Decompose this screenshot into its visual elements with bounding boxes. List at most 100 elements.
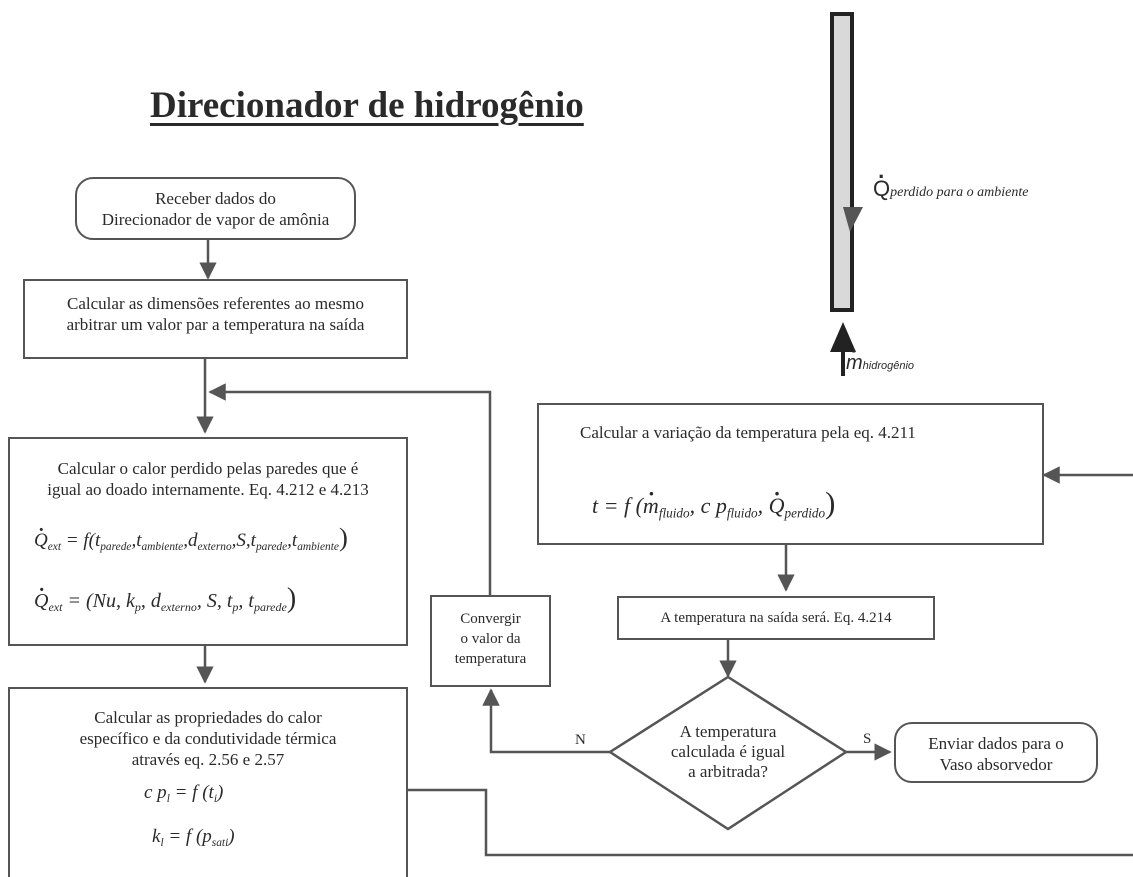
node-send-data: Enviar dados para o Vaso absorvedor bbox=[894, 722, 1098, 783]
equation-t: t = f (mfluido, c pfluido, Qperdido) bbox=[592, 481, 836, 522]
node-variation bbox=[537, 403, 1044, 545]
pipe-body bbox=[830, 12, 854, 312]
heat-loss-label: Qperdido para o ambiente bbox=[873, 164, 1029, 202]
flow-symbol: m bbox=[846, 341, 863, 375]
q-ext-2-arg-2-sub: externo bbox=[160, 600, 197, 615]
t-a1-sub: fluido bbox=[658, 505, 690, 521]
node-dimensions-line1: Calcular as dimensões referentes ao mesm… bbox=[67, 294, 364, 313]
arrow-properties-to-variation bbox=[408, 788, 1133, 857]
q-ext-2-arg-3: S bbox=[206, 590, 217, 612]
cp-arg-sub: i bbox=[213, 792, 217, 805]
heat-subscript: perdido para o ambiente bbox=[890, 185, 1029, 200]
k-mid: = f ( bbox=[163, 826, 203, 847]
q-ext-2-arg-5-sub: parede bbox=[253, 600, 287, 615]
q-ext-2-arg-1: k bbox=[125, 590, 135, 612]
q-ext-1-arg-1-sub: ambiente bbox=[141, 540, 184, 553]
node-converge-line1: Convergir bbox=[460, 611, 521, 627]
q-ext-2-arg-4: t bbox=[226, 590, 233, 612]
flow-label: mhidrogênio bbox=[846, 341, 915, 375]
node-receive-line2: Direcionador de vapor de amônia bbox=[101, 210, 330, 229]
cp-lhs-sub: l bbox=[166, 792, 170, 805]
t-a1: m bbox=[643, 481, 659, 519]
decision-diamond bbox=[607, 675, 849, 831]
heat-loss-arrow-icon bbox=[843, 207, 863, 232]
node-dimensions: Calcular as dimensões referentes ao mesm… bbox=[23, 279, 408, 359]
arrow-decision-no-to-converge bbox=[482, 688, 610, 754]
q-ext-2-arg-5: t bbox=[248, 590, 254, 612]
q-ext-2-lhs-sub: ext bbox=[48, 600, 63, 615]
edge-label-yes: S bbox=[863, 731, 872, 747]
node-outlet: A temperatura na saída será. Eq. 4.214 bbox=[617, 596, 935, 640]
flow-subscript: hidrogênio bbox=[862, 360, 915, 372]
node-properties: Calcular as propriedades do calor especí… bbox=[8, 687, 408, 877]
arrow-converge-loop-back bbox=[208, 383, 492, 595]
equation-q-ext-2: Qext = (Nu, kp, dexterno, S, tp, tparede… bbox=[34, 579, 297, 615]
t-mid: = f ( bbox=[598, 493, 643, 518]
page-title: Direcionador de hidrogênio bbox=[150, 85, 584, 126]
node-decision-line3: a arbitrada? bbox=[688, 762, 768, 781]
node-heat-loss-line1: Calcular o calor perdido pelas paredes q… bbox=[57, 459, 359, 478]
q-ext-1-lhs-sub: ext bbox=[47, 540, 62, 553]
equation-q-ext-1: Qext = f(tparede,tambiente,dexterno,S,tp… bbox=[34, 520, 348, 553]
t-a3-sub: perdido bbox=[784, 505, 826, 521]
node-heat-loss: Calcular o calor perdido pelas paredes q… bbox=[8, 437, 408, 646]
q-ext-1-arg-2-sub: externo bbox=[197, 540, 232, 553]
q-ext-1-eq: = f( bbox=[61, 530, 95, 551]
k-lhs-sub: l bbox=[160, 836, 164, 849]
node-decision-line2: calculada é igual bbox=[670, 742, 786, 761]
q-ext-1-arg-4: t bbox=[250, 530, 256, 551]
node-send-line2: Vaso absorvedor bbox=[939, 755, 1053, 774]
node-converge: Convergir o valor da temperatura bbox=[430, 595, 551, 687]
q-ext-2-close: ) bbox=[286, 583, 297, 614]
q-ext-1-arg-1: t bbox=[136, 530, 142, 551]
cp-arg: t bbox=[208, 782, 214, 803]
q-ext-1-arg-0: t bbox=[94, 530, 101, 551]
edge-label-no: N bbox=[575, 732, 586, 748]
node-outlet-line1: A temperatura na saída será. Eq. 4.214 bbox=[660, 610, 892, 626]
node-converge-line2: o valor da bbox=[460, 631, 521, 647]
node-properties-line3: através eq. 2.56 e 2.57 bbox=[131, 750, 285, 769]
node-variation-line1: Calcular a variação da temperatura pela … bbox=[580, 423, 916, 442]
q-ext-2-arg-2: d bbox=[150, 590, 161, 612]
q-ext-1-arg-5-sub: ambiente bbox=[297, 540, 339, 553]
cp-close: ) bbox=[217, 782, 224, 803]
k-arg-sub: sati bbox=[211, 836, 229, 849]
node-dimensions-line2: arbitrar um valor par a temperatura na s… bbox=[66, 315, 365, 334]
q-ext-1-lhs: Q bbox=[34, 520, 48, 552]
flow-arrow-icon bbox=[830, 322, 856, 352]
q-ext-1-arg-5: t bbox=[291, 530, 298, 551]
node-heat-loss-line2: igual ao doado internamente. Eq. 4.212 e… bbox=[47, 480, 369, 499]
node-send-line1: Enviar dados para o bbox=[928, 734, 1064, 753]
node-decision-text: A temperatura calculada é igual a arbitr… bbox=[648, 722, 808, 782]
node-receive-data: Receber dados do Direcionador de vapor d… bbox=[75, 177, 356, 240]
q-ext-2-eq: = ( bbox=[62, 590, 93, 612]
q-ext-1-arg-4-sub: parede bbox=[255, 540, 288, 553]
k-close: ) bbox=[228, 826, 235, 847]
node-properties-line1: Calcular as propriedades do calor bbox=[94, 708, 322, 727]
q-ext-1-arg-3: S bbox=[236, 530, 246, 551]
node-properties-line2: específico e da condutividade térmica bbox=[79, 729, 337, 748]
q-ext-1-arg-2: d bbox=[188, 530, 198, 551]
q-ext-1-close: ) bbox=[338, 522, 348, 552]
cp-mid: = f ( bbox=[169, 782, 209, 803]
t-a3: Q bbox=[769, 481, 785, 519]
equation-k: kl = f (psati) bbox=[152, 826, 235, 849]
cp-lhs: c p bbox=[144, 782, 167, 803]
q-ext-2-arg-1-sub: p bbox=[134, 600, 141, 615]
node-receive-line1: Receber dados do bbox=[155, 189, 276, 208]
q-ext-1-arg-0-sub: parede bbox=[100, 540, 132, 553]
q-ext-2-lhs: Q bbox=[34, 579, 48, 613]
heat-symbol: Q bbox=[873, 164, 890, 202]
k-arg: p bbox=[202, 826, 212, 847]
node-decision-line1: A temperatura bbox=[679, 722, 777, 741]
t-lhs: t bbox=[592, 493, 599, 518]
t-close: ) bbox=[825, 486, 836, 520]
equation-cp: c pl = f (ti) bbox=[144, 782, 223, 805]
t-a2: c p bbox=[700, 493, 727, 518]
k-lhs: k bbox=[152, 826, 161, 847]
q-ext-2-arg-0: Nu bbox=[92, 590, 116, 612]
node-converge-line3: temperatura bbox=[454, 651, 527, 667]
q-ext-2-arg-4-sub: p bbox=[232, 600, 239, 615]
t-a2-sub: fluido bbox=[726, 505, 758, 521]
